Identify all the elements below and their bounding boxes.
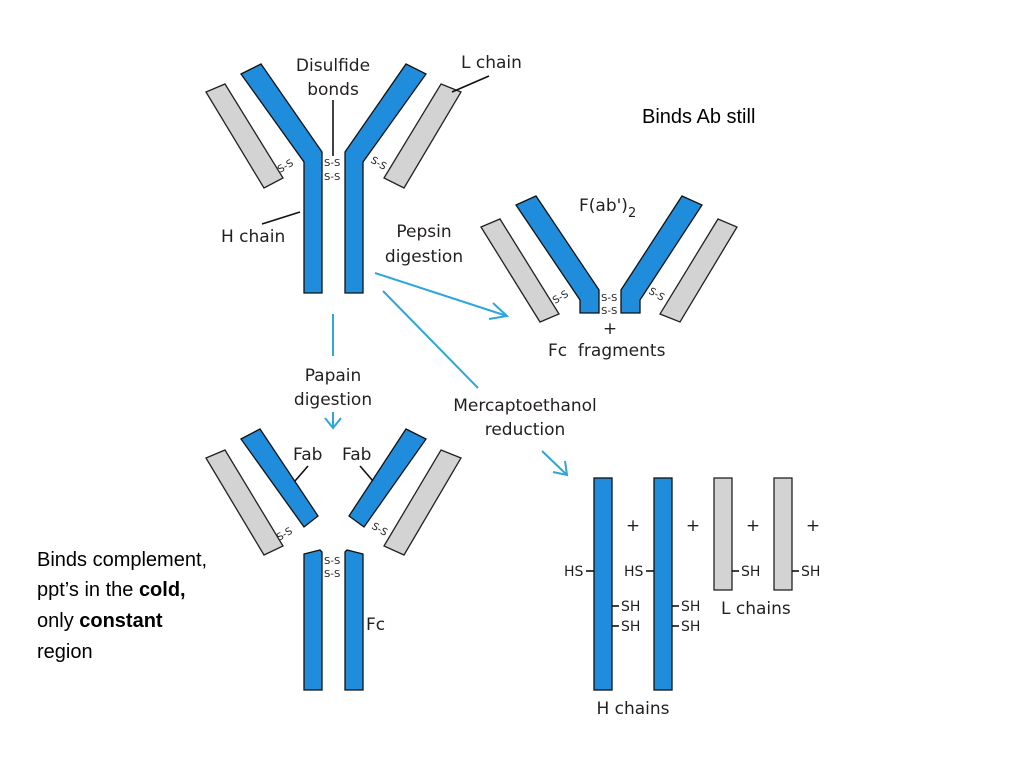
l-chain-label: L chain [461, 53, 522, 73]
heavy-chain-2 [653, 477, 673, 691]
papain-label-1: Papain [305, 366, 362, 386]
h-chains-label: H chains [596, 699, 669, 719]
fc-chain-right [344, 549, 364, 691]
light-chain-2 [773, 477, 793, 591]
merc-label-2: reduction [485, 420, 566, 440]
fab-label-right: Fab [342, 445, 371, 465]
merc-arrow-tail [541, 450, 568, 476]
fab2-light-left [480, 218, 560, 323]
pepsin-arrowhead [488, 302, 510, 320]
fc-chain-left [303, 549, 323, 691]
light-chain-right [383, 83, 462, 189]
hs-label-1: HS [564, 564, 584, 580]
mercaptoethanol-reduction: Mercaptoethanol reduction [382, 290, 597, 477]
plus-sign-3: + [746, 516, 760, 536]
light-chain-left [205, 83, 284, 189]
sh-label-h1b: SH [621, 619, 640, 635]
sh-label-h2a: SH [681, 599, 700, 615]
pepsin-label-2: digestion [385, 247, 463, 267]
fab-light-left [205, 449, 284, 556]
papain-digestion: Papain digestion [294, 314, 372, 430]
fab-heavy-right [348, 428, 427, 528]
plus-sign-1: + [626, 516, 640, 536]
fab2-heavy-right [620, 195, 703, 314]
binds-ab-still-note: Binds Ab still [642, 106, 755, 128]
l-chain-leader [451, 75, 490, 93]
ss-bond-left: S-S [276, 158, 296, 176]
merc-label-1: Mercaptoethanol [453, 396, 597, 416]
h-chain-leader [261, 211, 301, 225]
plus-sign-4: + [806, 516, 820, 536]
fc-label: Fc [366, 615, 385, 635]
fab2-heavy-left [515, 195, 600, 314]
sh-label-h2b: SH [681, 619, 700, 635]
fab-label-left: Fab [293, 445, 322, 465]
pepsin-digestion: Pepsin digestion [374, 222, 510, 320]
pepsin-arrow [374, 272, 508, 317]
fab2-light-right [659, 218, 738, 323]
heavy-chain-right [344, 63, 427, 294]
fc-ss-hinge-1: S-S [324, 556, 340, 567]
ss-bond-hinge-2: S-S [324, 172, 340, 183]
fab2-label: F(ab')2 [579, 196, 636, 221]
pepsin-label-1: Pepsin [396, 222, 451, 242]
sh-label-h1a: SH [621, 599, 640, 615]
light-chain-1 [713, 477, 733, 591]
merc-arrow-line [382, 290, 479, 389]
fc-fragments-label: Fc fragments [548, 341, 666, 361]
fab2-ss-right: S-S [647, 286, 667, 304]
sh-label-l2: SH [801, 564, 820, 580]
disulfide-label-1: Disulfide [296, 56, 370, 76]
heavy-chain-1 [593, 477, 613, 691]
complement-note: Binds complement, ppt’s in the cold, onl… [37, 549, 213, 663]
reduced-chains: + + + + HS HS SH SH SH SH SH SH L chains… [564, 477, 820, 719]
fc-ss-hinge-2: S-S [324, 569, 340, 580]
fab2-fragment: S-S S-S S-S S-S F(ab')2 + Fc fragments [480, 195, 738, 361]
l-chains-label: L chains [721, 599, 791, 619]
ss-bond-hinge-1: S-S [324, 158, 340, 169]
fab2-ss-hinge-1: S-S [601, 293, 617, 304]
fab2-ss-left: S-S [551, 289, 571, 307]
sh-label-l1: SH [741, 564, 760, 580]
fab-leader-right [359, 465, 374, 482]
papain-products: S-S S-S Fab Fab S-S S-S Fc [205, 428, 462, 691]
papain-label-2: digestion [294, 390, 372, 410]
fab-ss-left: S-S [275, 526, 295, 544]
heavy-chain-left [240, 63, 323, 294]
ss-bond-right: S-S [369, 155, 389, 173]
h-chain-label: H chain [221, 227, 285, 247]
plus-sign-2: + [686, 516, 700, 536]
fab-light-right [383, 449, 462, 556]
fab-ss-right: S-S [370, 521, 390, 539]
papain-arrowhead [324, 417, 342, 430]
hs-label-2: HS [624, 564, 644, 580]
disulfide-label-2: bonds [307, 80, 359, 100]
merc-arrowhead [552, 460, 569, 477]
pepsin-plus-sign: + [603, 319, 617, 339]
fab2-ss-hinge-2: S-S [601, 306, 617, 317]
fab-leader-left [294, 465, 309, 482]
fab-heavy-left [240, 428, 319, 528]
intact-antibody: S-S S-S S-S S-S Disulfide bonds L chain … [205, 53, 522, 294]
